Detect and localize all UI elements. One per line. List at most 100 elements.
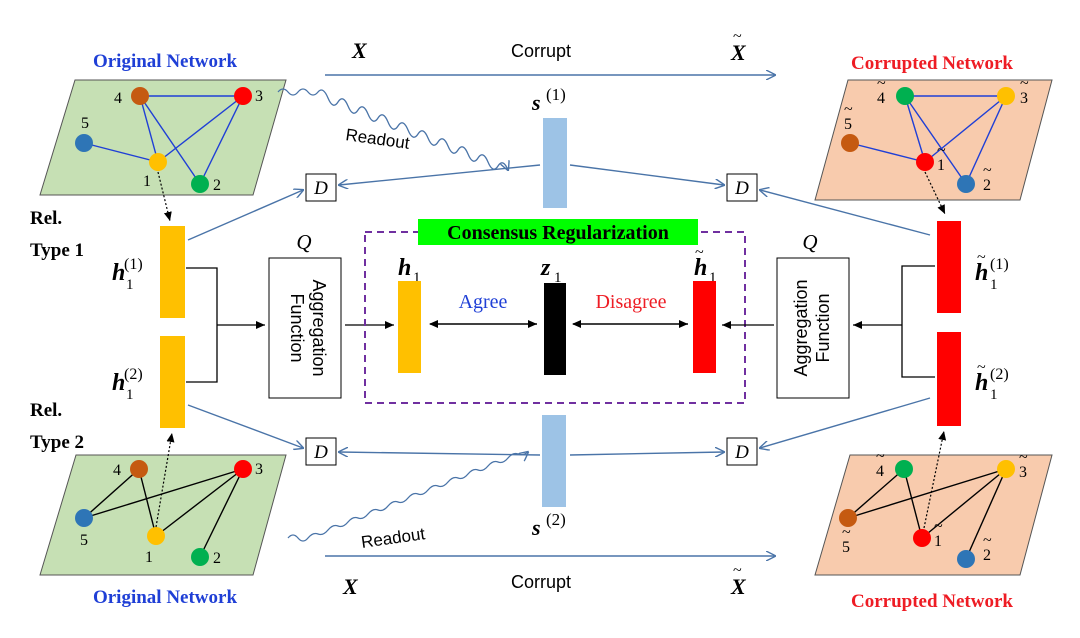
node-label-4: 4 (113, 462, 121, 479)
node-label-1: 1 (937, 157, 945, 174)
aggregation-function-left: Aggregation Function (268, 257, 342, 399)
svg-text:~: ~ (983, 532, 992, 549)
corrupted-network-title-bottom: Corrupted Network (851, 591, 1013, 612)
svg-text:(2): (2) (546, 510, 566, 529)
node-label-4: 4 (114, 90, 122, 107)
node-label-3: 3 (1019, 464, 1027, 481)
svg-text:~: ~ (695, 244, 704, 261)
q-left-label: Q (296, 230, 311, 254)
h1-type1-label: h 1 (1) (112, 256, 143, 293)
readout-label-top: Readout (344, 125, 411, 153)
node-5 (841, 134, 859, 152)
svg-text:1: 1 (126, 277, 134, 293)
node-label-1: 1 (143, 173, 151, 190)
node-label-2: 2 (213, 177, 221, 194)
node-2 (957, 550, 975, 568)
embedding-h1-type2 (160, 336, 185, 428)
h1-label: h 1 (398, 255, 421, 286)
svg-text:h: h (975, 370, 988, 396)
node-4 (131, 87, 149, 105)
rel-type-2-label-b: Type 2 (30, 432, 84, 453)
rel-type-2-label-a: Rel. (30, 400, 62, 421)
node-1 (916, 153, 934, 171)
svg-text:1: 1 (990, 277, 998, 293)
node-label-3: 3 (1020, 90, 1028, 107)
x-label-top: X (351, 38, 368, 63)
svg-text:X: X (730, 574, 747, 599)
right-aggregation-connector (853, 265, 935, 378)
original-network-bottom: 4 3 5 1 2 (39, 454, 287, 576)
embedding-h1-type1 (160, 226, 185, 318)
svg-text:(1): (1) (124, 256, 143, 273)
node-label-2: 2 (983, 177, 991, 194)
left-aggregation-connector (186, 267, 265, 383)
h1-tilde-label: h 1 ~ (694, 244, 717, 286)
node-3 (997, 460, 1015, 478)
consensus-embedding-z1 (544, 283, 566, 375)
corrupted-network-title-top: Corrupted Network (851, 53, 1013, 74)
svg-text:D: D (313, 442, 328, 463)
svg-text:h: h (112, 260, 125, 286)
svg-text:D: D (313, 178, 328, 199)
svg-text:~: ~ (733, 562, 742, 579)
z1-label: z 1 (540, 255, 562, 286)
svg-text:~: ~ (842, 524, 851, 541)
svg-text:s: s (531, 90, 541, 115)
svg-text:Function: Function (813, 293, 833, 362)
consensus-label-bg (418, 219, 698, 245)
svg-text:(1): (1) (546, 85, 566, 104)
discriminator-top-left: D (305, 173, 337, 202)
node-2 (191, 548, 209, 566)
discriminator-bottom-left: D (305, 437, 337, 466)
aggregation-function-right: Aggregation Function (776, 257, 850, 399)
node-label-2: 2 (213, 550, 221, 567)
node-label-3: 3 (255, 88, 263, 105)
svg-text:1: 1 (709, 270, 717, 286)
svg-text:~: ~ (1020, 75, 1029, 92)
summary-vector-s2 (542, 415, 566, 507)
node-label-5: 5 (80, 532, 88, 549)
node-label-1: 1 (934, 533, 942, 550)
svg-text:~: ~ (937, 142, 946, 159)
svg-text:h: h (975, 260, 988, 286)
x-tilde-label-bottom: X ~ (730, 562, 747, 599)
node-label-5: 5 (842, 539, 850, 556)
svg-text:1: 1 (990, 387, 998, 403)
svg-text:1: 1 (413, 270, 421, 286)
consensus-regularization-label: Consensus Regularization (447, 222, 669, 244)
svg-text:X: X (730, 40, 747, 65)
svg-text:(2): (2) (990, 366, 1009, 383)
node-label-5: 5 (844, 116, 852, 133)
corrupt-label-top: Corrupt (511, 41, 571, 61)
corrupted-network-bottom: 4 ~ 3 ~ 5 ~ 1 ~ 2 ~ (814, 448, 1053, 576)
summary-s2-label: s (2) (531, 510, 566, 540)
node-5 (75, 134, 93, 152)
svg-text:~: ~ (983, 162, 992, 179)
node-1 (147, 527, 165, 545)
node-label-5: 5 (81, 115, 89, 132)
node-to-embedding-dotted-arrows (155, 171, 947, 529)
node-label-4: 4 (876, 463, 884, 480)
node-3 (997, 87, 1015, 105)
original-network-title-bottom: Original Network (93, 587, 238, 608)
node-label-4: 4 (877, 90, 885, 107)
svg-text:Function: Function (287, 293, 307, 362)
svg-text:~: ~ (876, 448, 885, 465)
readout-label-bottom: Readout (360, 524, 427, 552)
svg-text:z: z (540, 255, 551, 281)
node-3 (234, 460, 252, 478)
svg-text:s: s (531, 515, 541, 540)
discriminator-bottom-right: D (726, 437, 758, 466)
node-1 (149, 153, 167, 171)
aggregated-embedding-h1 (398, 281, 421, 373)
node-label-3: 3 (255, 461, 263, 478)
corrupted-network-top: 4 ~ 3 ~ 5 ~ 1 ~ 2 ~ (814, 75, 1053, 201)
svg-text:h: h (112, 370, 125, 396)
node-5 (839, 509, 857, 527)
svg-text:~: ~ (844, 101, 853, 118)
embedding-h1-tilde-type1 (937, 221, 961, 313)
h1-tilde-type2-label: h 1 (2) ~ (975, 359, 1009, 403)
svg-text:~: ~ (733, 28, 742, 45)
